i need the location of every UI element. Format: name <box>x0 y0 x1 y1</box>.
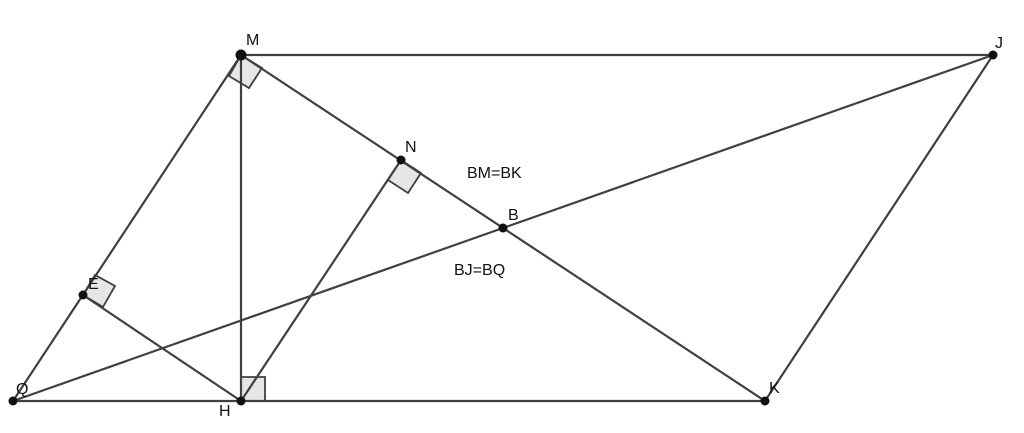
points <box>8 49 998 406</box>
segment-hn <box>239 158 403 403</box>
annotations: BM=BK BJ=BQ <box>454 165 522 279</box>
label-e: E <box>88 276 99 293</box>
label-n: N <box>405 139 417 156</box>
segment-mq <box>11 53 243 403</box>
label-h: H <box>219 403 231 420</box>
point-q <box>8 396 18 406</box>
point-j <box>988 50 998 60</box>
label-m: M <box>246 32 259 49</box>
point-b <box>498 223 508 233</box>
right-angle-marker-m <box>227 53 264 90</box>
segment-jk <box>763 53 995 403</box>
annotation-bj-bq: BJ=BQ <box>454 262 505 279</box>
label-j: J <box>995 35 1003 52</box>
point-labels: M J N B E Q H K <box>16 32 1003 420</box>
segment-he <box>81 293 243 403</box>
point-e <box>78 290 88 300</box>
label-k: K <box>769 380 780 397</box>
right-angle-marker-n <box>386 158 423 195</box>
point-k <box>760 396 770 406</box>
right-angle-markers <box>81 53 423 402</box>
point-h <box>236 396 246 406</box>
annotation-bm-bk: BM=BK <box>467 165 522 182</box>
label-q: Q <box>16 381 28 398</box>
point-m <box>235 49 247 61</box>
point-n <box>396 155 406 165</box>
label-b: B <box>508 207 519 224</box>
